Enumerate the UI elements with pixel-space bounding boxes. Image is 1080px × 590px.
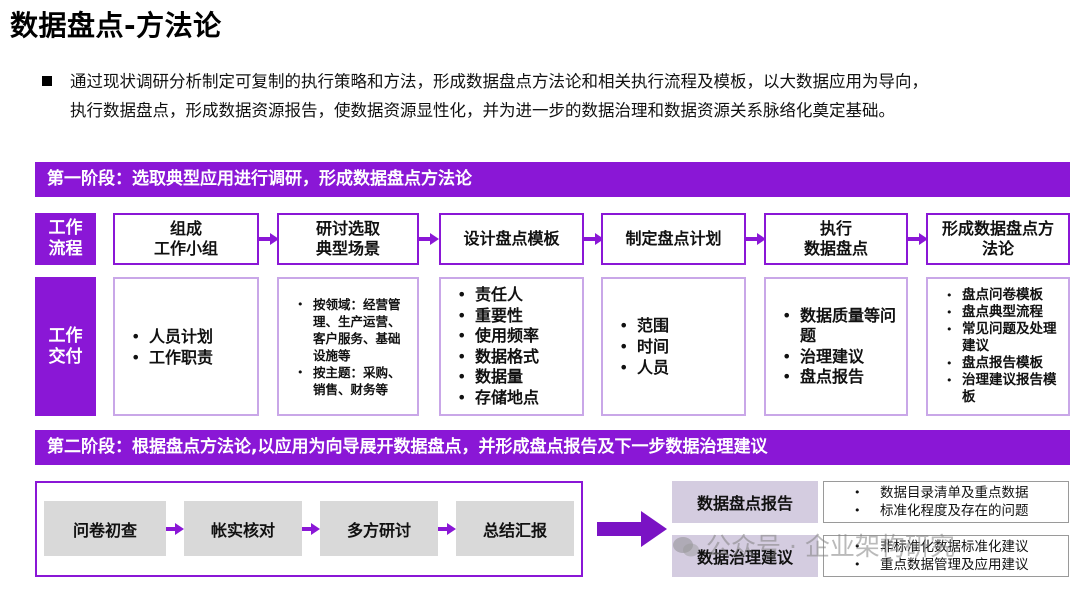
list-item: 数据质量等问题: [782, 306, 900, 347]
list-item: 数据目录清单及重点数据: [854, 484, 1028, 502]
arrow-right-icon: [908, 233, 928, 245]
list-item: 人员计划: [131, 326, 257, 347]
list-item: 常见问题及处理建议: [946, 321, 1064, 355]
list-item: 数据量: [457, 367, 582, 388]
list-item: 非标准化数据标准化建议: [854, 538, 1028, 556]
arrow-right-icon: [746, 233, 766, 245]
stage2-banner: 第二阶段：根据盘点方法论,以应用为向导展开数据盘点，并形成盘点报告及下一步数据治…: [35, 430, 1070, 465]
stage2-step-1: 问卷初查: [44, 501, 166, 556]
list-item: 按领域：经营管理、生产运营、客户服务、基础设施等: [297, 296, 411, 364]
arrow-right-icon: [438, 523, 456, 535]
list-item: 工作职责: [131, 347, 257, 368]
list-item: 盘点典型流程: [946, 304, 1064, 321]
list-item: 盘点问卷模板: [946, 287, 1064, 304]
arrow-right-icon: [259, 233, 279, 245]
list-item: 标准化程度及存在的问题: [854, 502, 1028, 520]
list-item: 按主题：采购、销售、财务等: [297, 364, 411, 398]
list-item: 时间: [619, 336, 744, 357]
arrow-right-icon: [302, 523, 320, 535]
list-item: 使用频率: [457, 326, 582, 347]
list-item: 重点数据管理及应用建议: [854, 556, 1028, 574]
flow-step-2: 研讨选取典型场景: [277, 213, 419, 265]
list-item: 范围: [619, 315, 744, 336]
square-bullet-icon: [42, 76, 52, 86]
big-arrow-right-icon: [597, 511, 667, 547]
list-item: 治理建议: [782, 347, 900, 368]
list-item: 盘点报告: [782, 367, 900, 388]
intro-line-1: 通过现状调研分析制定可复制的执行策略和方法，形成数据盘点方法论和相关执行流程及模…: [70, 72, 928, 91]
delivery-box-4: 范围 时间 人员: [601, 277, 746, 416]
row-label-flow: 工作流程: [35, 213, 96, 265]
list-item: 盘点报告模板: [946, 355, 1064, 372]
stage2-step-3: 多方研讨: [320, 501, 438, 556]
list-item: 存储地点: [457, 388, 582, 409]
output-box-report: 数据目录清单及重点数据 标准化程度及存在的问题: [823, 481, 1069, 523]
flow-step-1: 组成工作小组: [113, 213, 259, 265]
flow-step-6: 形成数据盘点方法论: [926, 213, 1070, 265]
delivery-box-6: 盘点问卷模板 盘点典型流程 常见问题及处理建议 盘点报告模板 治理建议报告模板: [926, 277, 1070, 416]
flow-step-4: 制定盘点计划: [601, 213, 746, 265]
row-label-delivery: 工作交付: [35, 277, 96, 416]
output-label-governance: 数据治理建议: [672, 535, 818, 577]
delivery-box-3: 责任人 重要性 使用频率 数据格式 数据量 存储地点: [439, 277, 584, 416]
list-item: 责任人: [457, 285, 582, 306]
flow-step-3: 设计盘点模板: [439, 213, 584, 265]
stage2-step-4: 总结汇报: [456, 501, 574, 556]
stage2-step-2: 帐实核对: [184, 501, 302, 556]
delivery-box-5: 数据质量等问题 治理建议 盘点报告: [764, 277, 908, 416]
output-label-report: 数据盘点报告: [672, 481, 818, 523]
delivery-box-2: 按领域：经营管理、生产运营、客户服务、基础设施等 按主题：采购、销售、财务等: [277, 277, 419, 416]
arrow-right-icon: [584, 233, 604, 245]
list-item: 重要性: [457, 306, 582, 327]
delivery-box-1: 人员计划 工作职责: [113, 277, 259, 416]
list-item: 治理建议报告模板: [946, 372, 1064, 406]
output-box-governance: 非标准化数据标准化建议 重点数据管理及应用建议: [823, 535, 1069, 577]
intro-line-2: 执行数据盘点，形成数据资源报告，使数据资源显性化，并为进一步的数据治理和数据资源…: [70, 101, 895, 120]
page-title: 数据盘点-方法论: [10, 9, 222, 42]
arrow-right-icon: [419, 233, 439, 245]
list-item: 人员: [619, 357, 744, 378]
list-item: 数据格式: [457, 347, 582, 368]
arrow-right-icon: [166, 523, 184, 535]
intro-paragraph: 通过现状调研分析制定可复制的执行策略和方法，形成数据盘点方法论和相关执行流程及模…: [42, 67, 1054, 125]
flow-step-5: 执行数据盘点: [764, 213, 908, 265]
stage1-banner: 第一阶段：选取典型应用进行调研，形成数据盘点方法论: [35, 162, 1070, 197]
